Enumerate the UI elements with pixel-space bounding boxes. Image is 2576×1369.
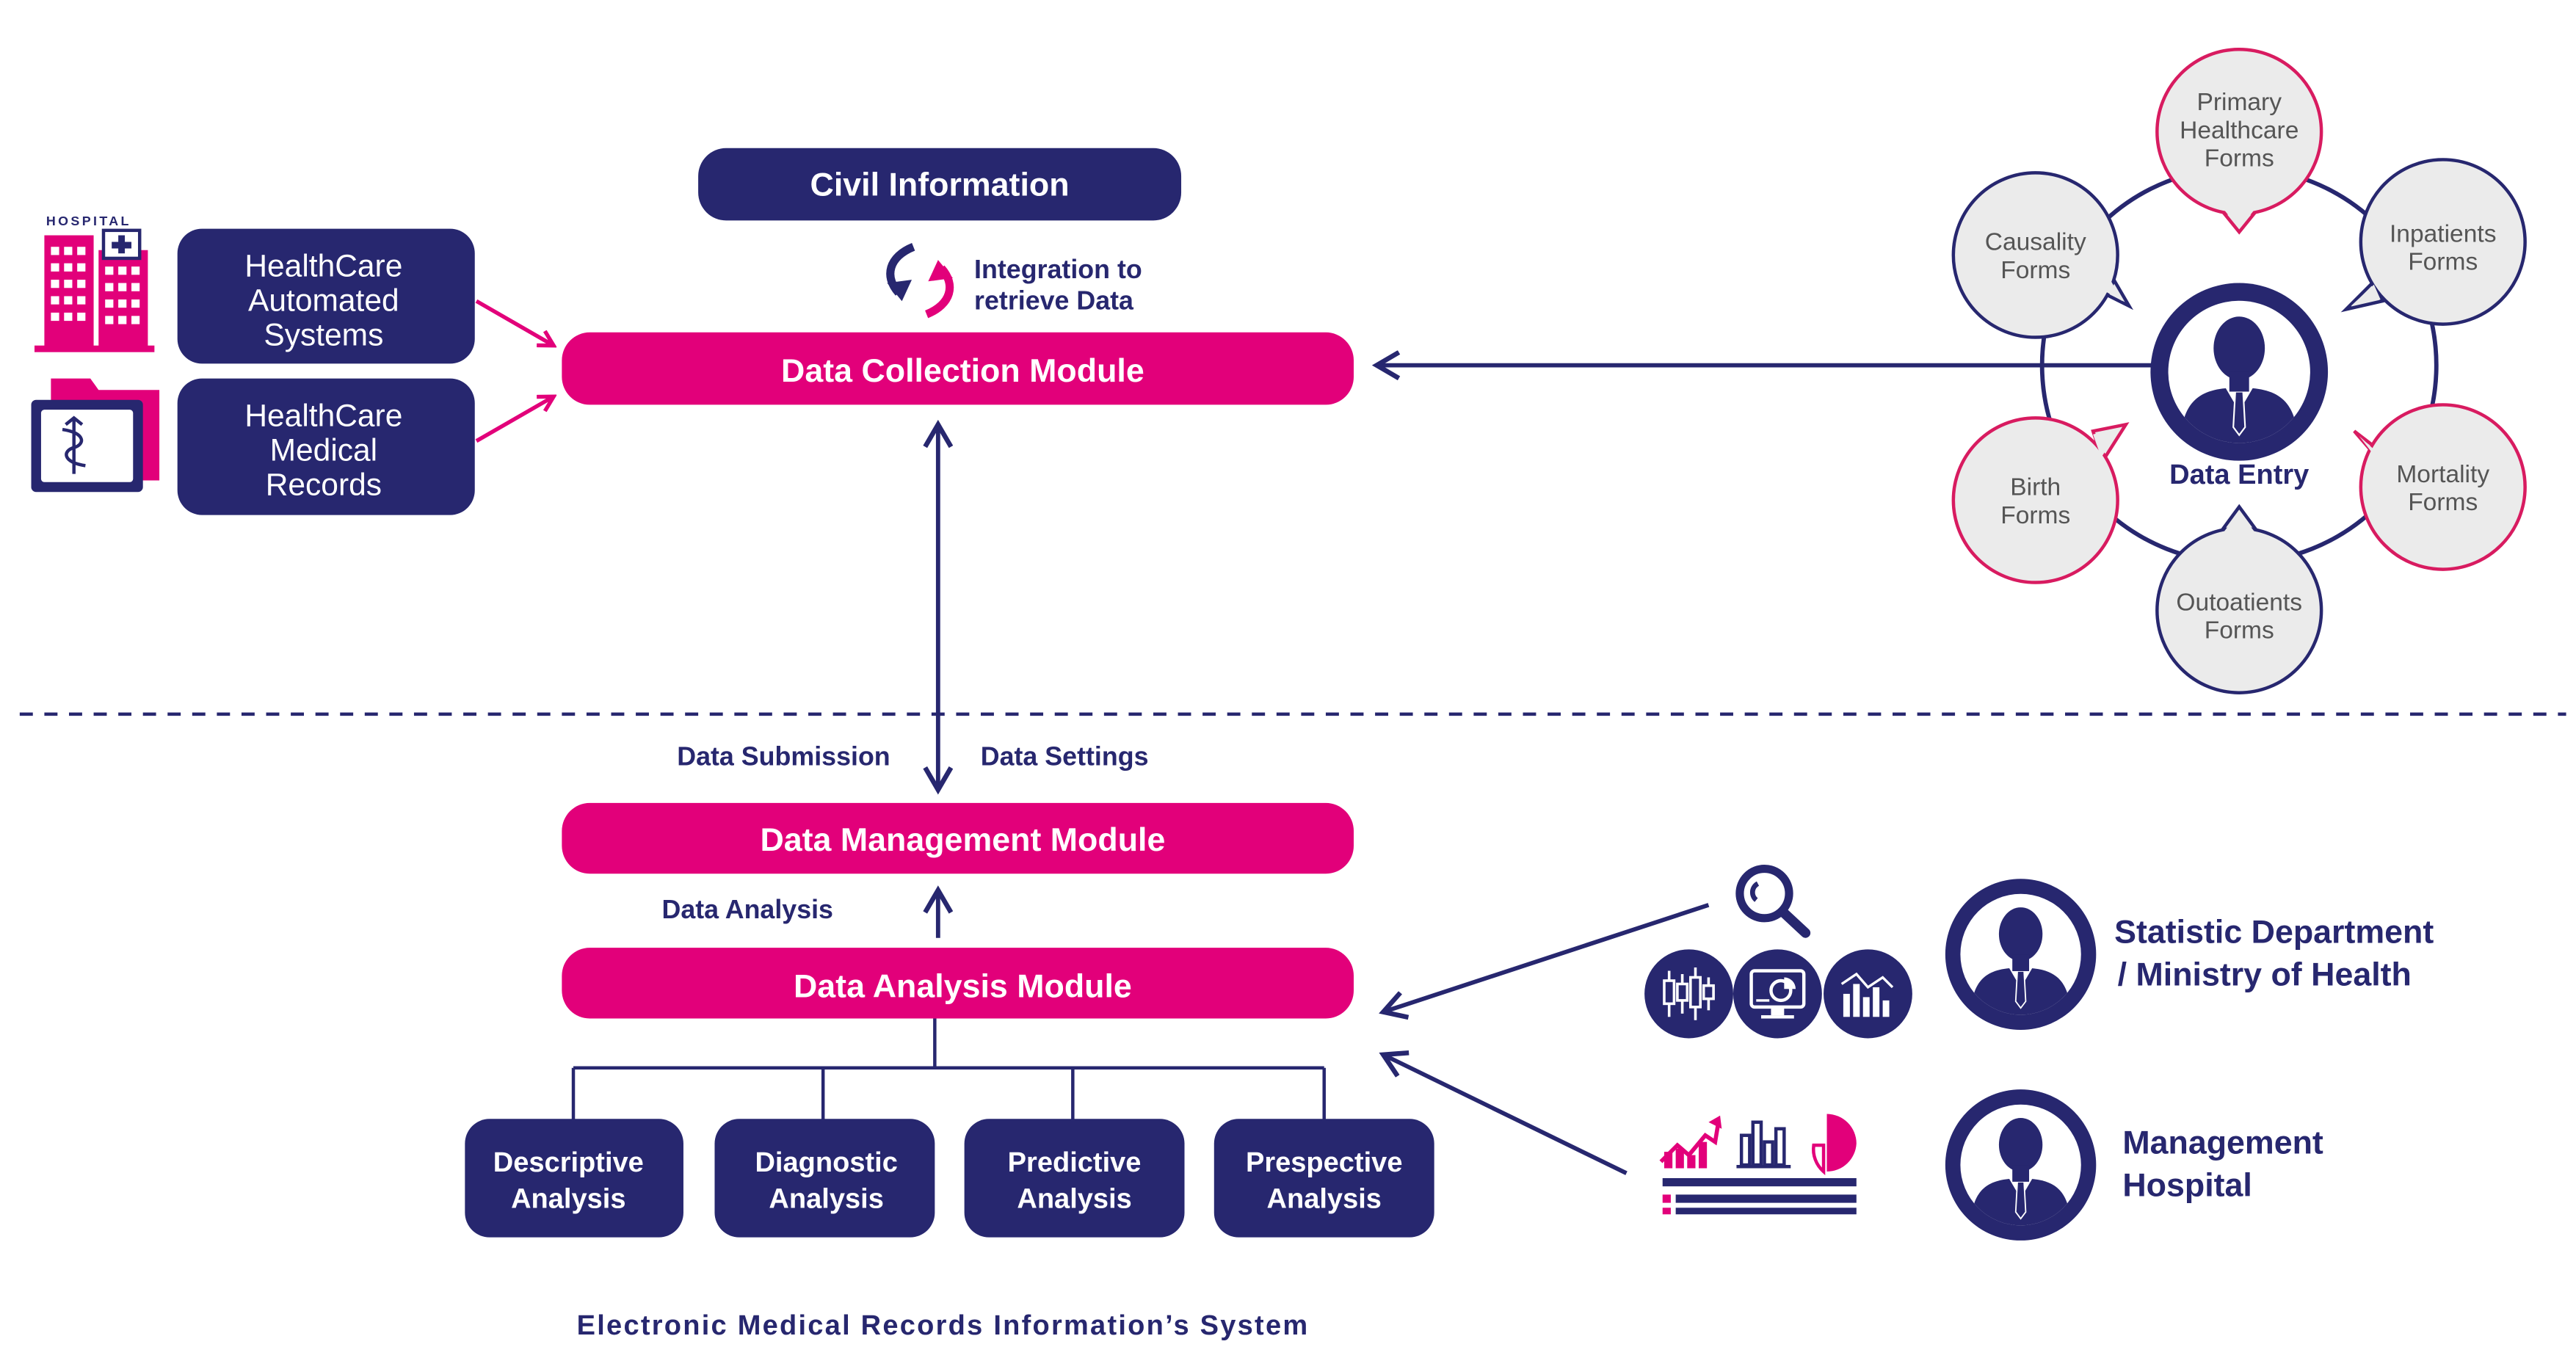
causality-forms-line-2: Forms [2000,257,2070,284]
inpatients-forms-line-2: Forms [2408,249,2478,276]
descriptive-line-1: Descriptive [493,1147,644,1178]
arrow-management-to-analysis [1383,1055,1628,1175]
prespective-line-2: Analysis [1267,1183,1382,1214]
birth-forms-line-2: Forms [2000,502,2070,529]
inpatients-forms-bubble: Inpatients Forms [2340,158,2527,326]
civil-information-node: Civil Information [698,148,1182,221]
management-line-2: Hospital [2122,1167,2252,1204]
mortality-forms-bubble: Mortality Forms [2353,403,2527,571]
outpatients-forms-bubble: Outoatients Forms [2155,504,2323,694]
birth-forms-line-1: Birth [2010,474,2061,501]
birth-forms-bubble: Birth Forms [1951,416,2130,584]
descriptive-line-2: Analysis [511,1183,625,1214]
outpatients-forms-line-1: Outoatients [2176,589,2302,617]
data-submission-label: Data Submission [677,741,890,771]
data-management-module-label: Data Management Module [760,821,1165,858]
data-entry-cluster: Primary Healthcare Forms Inpatients Form… [1951,48,2527,694]
data-entry-label: Data Entry [2169,460,2309,490]
primary-forms-line-3: Forms [2205,145,2274,172]
arrow-automated-to-collection [475,299,554,346]
mortality-forms-line-2: Forms [2408,489,2478,516]
dashboard-icon [1659,1114,1857,1215]
arrow-statistic-to-analysis [1383,903,1710,1012]
integration-label-2: retrieve Data [974,286,1134,315]
management-user-avatar-icon [1945,1089,2096,1241]
arrow-records-to-collection [475,396,554,443]
hospital-sign-label: HOSPITAL [46,214,131,228]
monitor-chart-icon [1733,949,1822,1039]
diagnostic-line-1: Diagnostic [755,1147,897,1178]
civil-information-label: Civil Information [810,167,1070,203]
prespective-line-1: Prespective [1246,1147,1403,1178]
data-analysis-label: Data Analysis [662,895,833,924]
primary-healthcare-forms-bubble: Primary Healthcare Forms [2155,48,2323,235]
hc-automated-line-3: Systems [264,318,383,353]
data-management-module: Data Management Module [562,802,1354,874]
healthcare-automated-systems-node: HealthCare Automated Systems [177,228,475,364]
primary-forms-line-1: Primary [2196,89,2282,116]
user-avatar-icon [2150,283,2328,461]
candlestick-chart-icon [1644,949,1733,1039]
predictive-analysis-node: Predictive Analysis [964,1119,1185,1238]
hc-medical-line-2: Medical [270,433,377,468]
primary-forms-line-2: Healthcare [2180,117,2299,144]
prespective-analysis-node: Prespective Analysis [1213,1119,1434,1238]
medical-folder-icon [31,378,160,493]
mortality-forms-line-1: Mortality [2396,461,2489,488]
data-analysis-module: Data Analysis Module [562,948,1354,1019]
data-settings-label: Data Settings [981,741,1149,771]
inpatients-forms-line-1: Inpatients [2390,220,2496,247]
hc-automated-line-2: Automated [248,283,399,319]
hc-medical-line-3: Records [266,468,382,503]
predictive-line-1: Predictive [1008,1147,1142,1178]
predictive-line-2: Analysis [1017,1183,1131,1214]
statistic-user-avatar-icon [1945,879,2096,1030]
integration-label-1: Integration to [974,255,1142,284]
healthcare-medical-records-node: HealthCare Medical Records [177,378,475,515]
hospital-building-icon: HOSPITAL [34,214,155,352]
statistic-department-line-2: / Ministry of Health [2118,956,2412,993]
outpatients-forms-line-2: Forms [2205,617,2274,644]
sync-arrows-icon [886,243,954,319]
descriptive-analysis-node: Descriptive Analysis [465,1119,683,1238]
hc-medical-line-1: HealthCare [244,399,402,434]
diagnostic-line-2: Analysis [769,1183,883,1214]
management-line-1: Management [2122,1124,2323,1161]
causality-forms-line-1: Causality [1985,229,2086,256]
footer-caption: Electronic Medical Records Information’s… [577,1310,1310,1341]
causality-forms-bubble: Causality Forms [1951,171,2134,339]
bar-chart-icon [1824,949,1912,1039]
data-analysis-module-label: Data Analysis Module [794,967,1132,1004]
diagnostic-analysis-node: Diagnostic Analysis [714,1119,935,1238]
data-collection-module-label: Data Collection Module [781,352,1144,389]
data-collection-module: Data Collection Module [562,332,1354,405]
hc-automated-line-1: HealthCare [244,249,402,284]
statistic-department-line-1: Statistic Department [2114,913,2434,950]
analysis-tree-connectors [571,1018,1326,1121]
magnifier-icon [1735,864,1811,938]
